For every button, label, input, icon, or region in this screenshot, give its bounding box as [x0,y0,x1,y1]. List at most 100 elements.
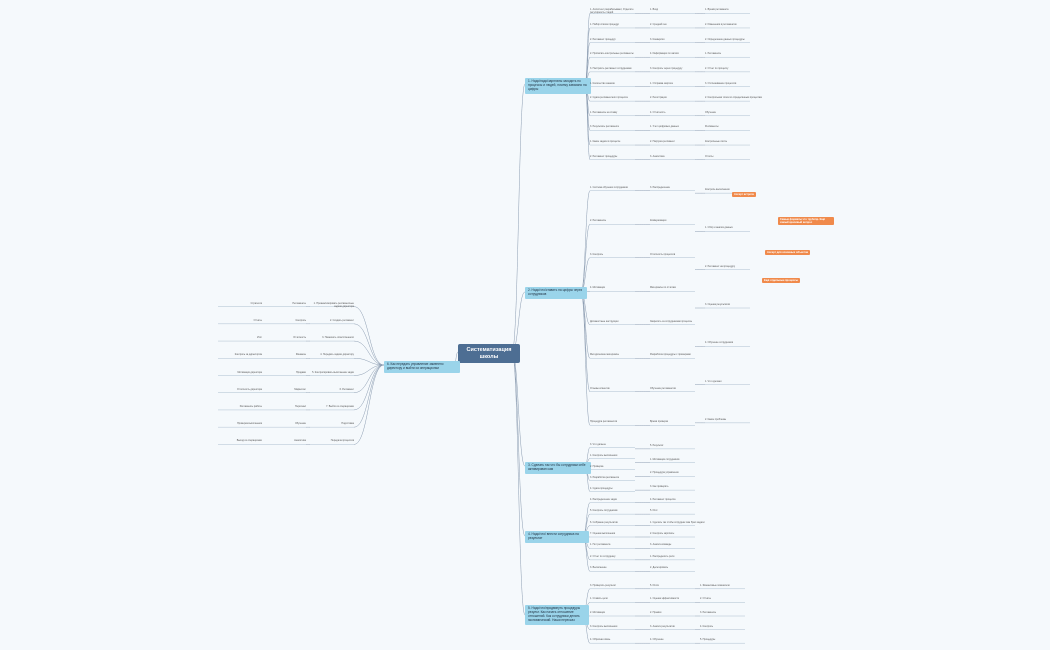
subtopic[interactable]: 3. Регламенты [700,611,717,614]
subtopic[interactable]: 1. Набор списка процедур [590,22,619,26]
subtopic[interactable]: 3. Распределение [650,185,670,189]
subtopic[interactable]: 6. Регламент [339,387,354,391]
subtopic[interactable]: 2. Регламенты [590,219,607,223]
subtopic[interactable]: 7. Оценка выполнения [590,532,616,535]
subtopic[interactable]: 1. Количество заказов [590,81,615,85]
branch-3[interactable]: 3. Сделать так что бы сотрудники себе ак… [525,462,591,474]
subtopic[interactable]: 5. Итог [650,509,658,513]
subtopic[interactable]: Маркетинг [294,387,306,391]
subtopic[interactable]: 1. Учет цифровых данных [650,125,679,129]
subtopic[interactable]: 4. Обратная связь [590,638,611,642]
subtopic[interactable]: 1. Сбор и анализ данных [705,226,733,230]
branch-6[interactable]: 6. Как передать управление заменено дире… [384,361,460,373]
subtopic[interactable]: 7. Выйти из операционки [326,404,354,408]
subtopic[interactable]: 2. Нагрузка регламент [650,140,675,144]
subtopic[interactable]: 5. Контроль сотрудников [590,509,618,513]
subtopic[interactable]: 1. Какие задачи в процессе [590,140,621,144]
subtopic[interactable]: 2. Делегировать [650,566,668,570]
subtopic[interactable]: 2. Регламент на процедуру [705,264,736,268]
subtopic[interactable]: 3. Анализ команды [650,543,672,547]
subtopic[interactable]: 1. Что сделано [705,379,722,383]
subtopic[interactable]: 2. Контроль зарплаты [650,532,675,535]
subtopic[interactable]: Стратегия [250,301,262,305]
subtopic[interactable]: 3. Контроль [590,252,604,256]
subtopic[interactable]: 3. Назначить ответственного [322,336,354,340]
subtopic[interactable]: 1. Контроль выполнения [590,453,618,457]
subtopic[interactable]: Обучение регламентов [650,386,676,390]
subtopic[interactable]: 3. Оценка результатов [705,303,730,306]
subtopic[interactable]: 2. Проверка [590,464,604,468]
subtopic[interactable]: 2. Отчет по сотруднику [590,554,616,558]
subtopic[interactable]: Передача процессов [330,439,354,443]
branch-4[interactable]: 4. Надо/что/ внести сотрудника на резуль… [525,531,589,543]
subtopic[interactable]: Контроль за директором [234,353,262,357]
subtopic[interactable]: Регламенты [705,125,719,129]
tag-1[interactable]: Ассерт встреча [732,192,756,198]
subtopic[interactable]: 3. Как проверять [650,485,669,489]
subtopic[interactable]: 2. Отчёты [700,597,712,601]
subtopic[interactable]: 3. Контроль через процедуру [650,66,683,70]
subtopic[interactable]: 2. Прописать контрольные регламенты [590,52,634,56]
subtopic[interactable]: Отчётность директора [237,387,262,391]
subtopic[interactable]: Методические материалы [590,353,619,357]
subtopic[interactable]: Обучение [705,110,716,114]
subtopic[interactable]: Регламенты работы [239,404,262,408]
subtopic[interactable]: Финансы [295,353,306,357]
subtopic[interactable]: 1. Нет регламента [590,543,611,547]
subtopic[interactable]: 2. Премии [650,611,662,614]
subtopic[interactable]: 3. Контроль выполнения [590,624,618,628]
subtopic[interactable]: 1. Регламенты [705,52,722,56]
subtopic[interactable]: 2. Определение данных процедуры [705,37,745,41]
branch-1[interactable]: 1. Надо/надо/зарплаты заходить но процес… [525,78,591,94]
subtopic[interactable]: Должностные инструкции [590,319,619,323]
subtopic[interactable]: 1. Ассистент разрабатывают, Отделите рег… [590,8,634,15]
subtopic[interactable]: 2. Контрольная точка по определённым про… [705,96,762,100]
subtopic[interactable]: 4. Отчётность [650,110,666,114]
central-topic[interactable]: Систематизация школы [458,344,520,363]
subtopic[interactable]: 3. Отслеживание процессов [705,81,737,85]
subtopic[interactable]: 1. Вход [650,8,659,12]
subtopic[interactable]: Время проверки [650,420,669,424]
subtopic[interactable]: Отчётность процессов [650,252,676,256]
tag-3[interactable]: Ассерт для основных объектов [765,250,811,256]
subtopic[interactable]: 4. Передать задачи директору [320,353,354,357]
subtopic[interactable]: 5. Контролировать выполнение задач [312,370,354,374]
subtopic[interactable]: 2. Регистрация [650,96,667,100]
subtopic[interactable]: 1. Сделать так чтобы сотрудник сам брал … [650,520,705,524]
subtopic[interactable]: 1. Проанализировать регламентные задачи … [313,301,354,308]
subtopic[interactable]: 2. Средний чек [650,22,667,26]
subtopic[interactable]: 4. Мотивация [590,286,605,290]
subtopic[interactable]: 4. Сдача процедуры [590,486,613,490]
subtopic[interactable]: 5. Результат [650,443,664,447]
subtopic[interactable]: 4. Обучение сотрудников [705,341,733,345]
subtopic[interactable]: 4. Регламент процесса [650,497,676,501]
subtopic[interactable]: Коммуникации [650,219,667,223]
subtopic[interactable]: Отчётность [293,336,306,340]
subtopic[interactable]: 2. Мотивация [590,611,605,614]
branch-5[interactable]: 5. Надо/что/продвинуть процедуры результ… [525,605,589,625]
subtopic[interactable]: Персонал [295,404,306,408]
subtopic[interactable]: Отзывы клиентов [590,386,610,390]
subtopic[interactable]: 2. Какие проблемы [705,417,727,421]
subtopic[interactable]: Продажи [296,370,306,374]
subtopic[interactable]: Регламенты [292,301,306,305]
subtopic[interactable]: Процедура регламентов [590,420,618,424]
subtopic[interactable]: 3. Разработка регламента [590,475,619,479]
subtopic[interactable]: Обучение [295,422,306,426]
subtopic[interactable]: 2. Создать регламент [330,318,354,322]
subtopic[interactable]: 4. Распределение задач [590,497,617,501]
subtopic[interactable]: 6. Собрание результатов [590,520,618,524]
subtopic[interactable]: Материалы по отчётам [650,286,676,290]
subtopic[interactable]: 1. Ставить цели [590,597,608,601]
subtopic[interactable]: 4. Обучение [650,638,664,642]
subtopic[interactable]: 1. Система обучения сотрудников [590,185,628,189]
subtopic[interactable]: Закрепить за сотрудниками процессы [650,319,693,323]
subtopic[interactable]: 2. Изменения в регламентах [705,22,737,26]
subtopic[interactable]: 3. Проверить результат [590,583,616,587]
subtopic[interactable]: 3. Анализ результатов [650,624,675,628]
subtopic[interactable]: 3. Настроить регламент сотрудникам [590,66,632,70]
subtopic[interactable]: 1. Распределить роли [650,554,675,558]
subtopic[interactable]: 3. Результаты регламента [590,125,619,129]
tag-4[interactable]: Ещё отдельные процессы [762,278,800,284]
subtopic[interactable]: 4. Контроль [700,624,714,628]
